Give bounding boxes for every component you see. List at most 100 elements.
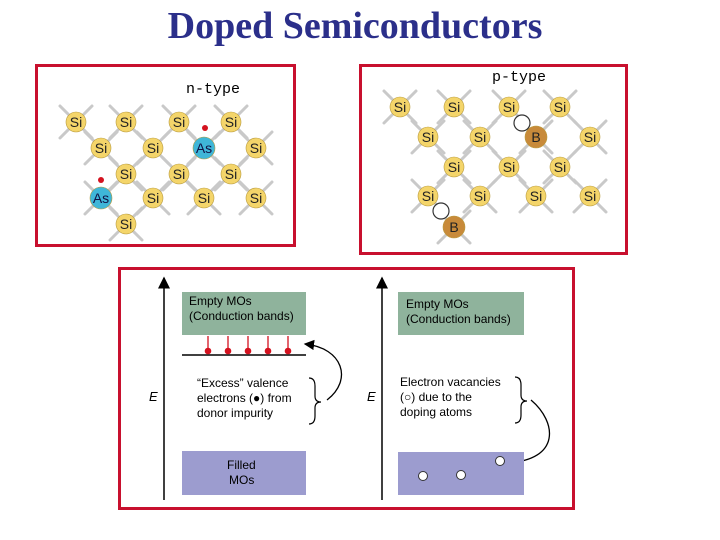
excess-curved-arrow [303, 339, 343, 401]
hole-circle [432, 202, 450, 220]
si-atom: Si [193, 187, 215, 209]
hole [418, 471, 428, 481]
atom-symbol: As [93, 190, 109, 206]
p-conduction-band [398, 292, 524, 335]
si-atom: Si [417, 185, 439, 207]
band-diagram-panel: E Empty MOs (Conduction bands) “Excess” … [118, 267, 575, 510]
n-filled-text-2: MOs [229, 473, 254, 487]
hole [495, 456, 505, 466]
atom-symbol: Si [554, 159, 566, 175]
vacancy-text-3: doping atoms [400, 405, 472, 419]
p-conduction-text-2: (Conduction bands) [406, 312, 511, 326]
atom-symbol: Si [584, 129, 596, 145]
n-type-label: n-type [184, 81, 243, 98]
si-atom: Si [469, 185, 491, 207]
p-conduction-text-1: Empty MOs [406, 297, 469, 311]
vacancy-text-1: Electron vacancies [400, 375, 501, 389]
si-atom: Si [142, 137, 164, 159]
si-atom: Si [389, 96, 411, 118]
atom-symbol: Si [422, 129, 434, 145]
electron-dot [202, 125, 208, 131]
si-atom: Si [498, 96, 520, 118]
si-atom: Si [220, 111, 242, 133]
atom-symbol: As [196, 140, 212, 156]
si-atom: Si [469, 126, 491, 148]
si-atom: Si [443, 156, 465, 178]
atom-symbol: Si [225, 166, 237, 182]
excess-text-3: donor impurity [197, 406, 273, 420]
excess-text-2: electrons (●) from [197, 391, 292, 405]
atom-symbol: Si [250, 140, 262, 156]
atom-symbol: Si [70, 114, 82, 130]
si-atom: Si [245, 187, 267, 209]
atom-symbol: Si [503, 159, 515, 175]
atom-symbol: Si [422, 188, 434, 204]
si-atom: Si [525, 185, 547, 207]
atom-symbol: Si [474, 129, 486, 145]
page-title: Doped Semiconductors [167, 5, 543, 47]
atom-symbol: Si [198, 190, 210, 206]
atom-symbol: Si [584, 188, 596, 204]
excess-text-1: “Excess” valence [197, 376, 289, 390]
as-atom: As [192, 136, 216, 160]
p-type-label: p-type [490, 69, 549, 86]
si-atom: Si [142, 187, 164, 209]
atom-symbol: Si [503, 99, 515, 115]
atom-symbol: B [531, 129, 540, 145]
atom-symbol: Si [250, 190, 262, 206]
atom-symbol: Si [554, 99, 566, 115]
energy-label-left: E [149, 389, 158, 404]
si-atom: Si [168, 111, 190, 133]
n-filled-band [182, 451, 306, 495]
si-atom: Si [549, 156, 571, 178]
n-conduction-text-2: (Conduction bands) [189, 309, 294, 323]
atom-symbol: Si [95, 140, 107, 156]
energy-label-right: E [367, 389, 376, 404]
atom-symbol: Si [173, 166, 185, 182]
electron-dot [98, 177, 104, 183]
b-atom: B [442, 215, 466, 239]
donor-electron [224, 347, 232, 355]
si-atom: Si [579, 185, 601, 207]
si-atom: Si [115, 213, 137, 235]
n-conduction-text-1: Empty MOs [189, 294, 252, 308]
donor-electron [264, 347, 272, 355]
atom-symbol: Si [120, 216, 132, 232]
atom-symbol: Si [394, 99, 406, 115]
si-atom: Si [65, 111, 87, 133]
si-atom: Si [115, 111, 137, 133]
si-atom: Si [115, 163, 137, 185]
si-atom: Si [417, 126, 439, 148]
donor-electron [204, 347, 212, 355]
donor-electron [244, 347, 252, 355]
excess-brace [308, 377, 322, 425]
vacancy-brace [514, 376, 528, 424]
atom-symbol: Si [147, 190, 159, 206]
si-atom: Si [579, 126, 601, 148]
atom-symbol: Si [225, 114, 237, 130]
hole-circle [513, 114, 531, 132]
si-atom: Si [220, 163, 242, 185]
atom-symbol: Si [120, 166, 132, 182]
atom-symbol: Si [120, 114, 132, 130]
band-diagram: E Empty MOs (Conduction bands) “Excess” … [149, 276, 551, 500]
b-atom: B [524, 125, 548, 149]
n-conduction-band [182, 292, 306, 335]
atom-symbol: Si [173, 114, 185, 130]
atom-symbol: B [449, 219, 458, 235]
hole [456, 470, 466, 480]
donor-electron [284, 347, 292, 355]
as-atom: As [89, 186, 113, 210]
si-atom: Si [90, 137, 112, 159]
atom-symbol: Si [448, 159, 460, 175]
atom-symbol: Si [147, 140, 159, 156]
si-atom: Si [245, 137, 267, 159]
si-atom: Si [498, 156, 520, 178]
si-atom: Si [168, 163, 190, 185]
si-atom: Si [443, 96, 465, 118]
vacancy-text-2: (○) due to the [400, 390, 472, 404]
